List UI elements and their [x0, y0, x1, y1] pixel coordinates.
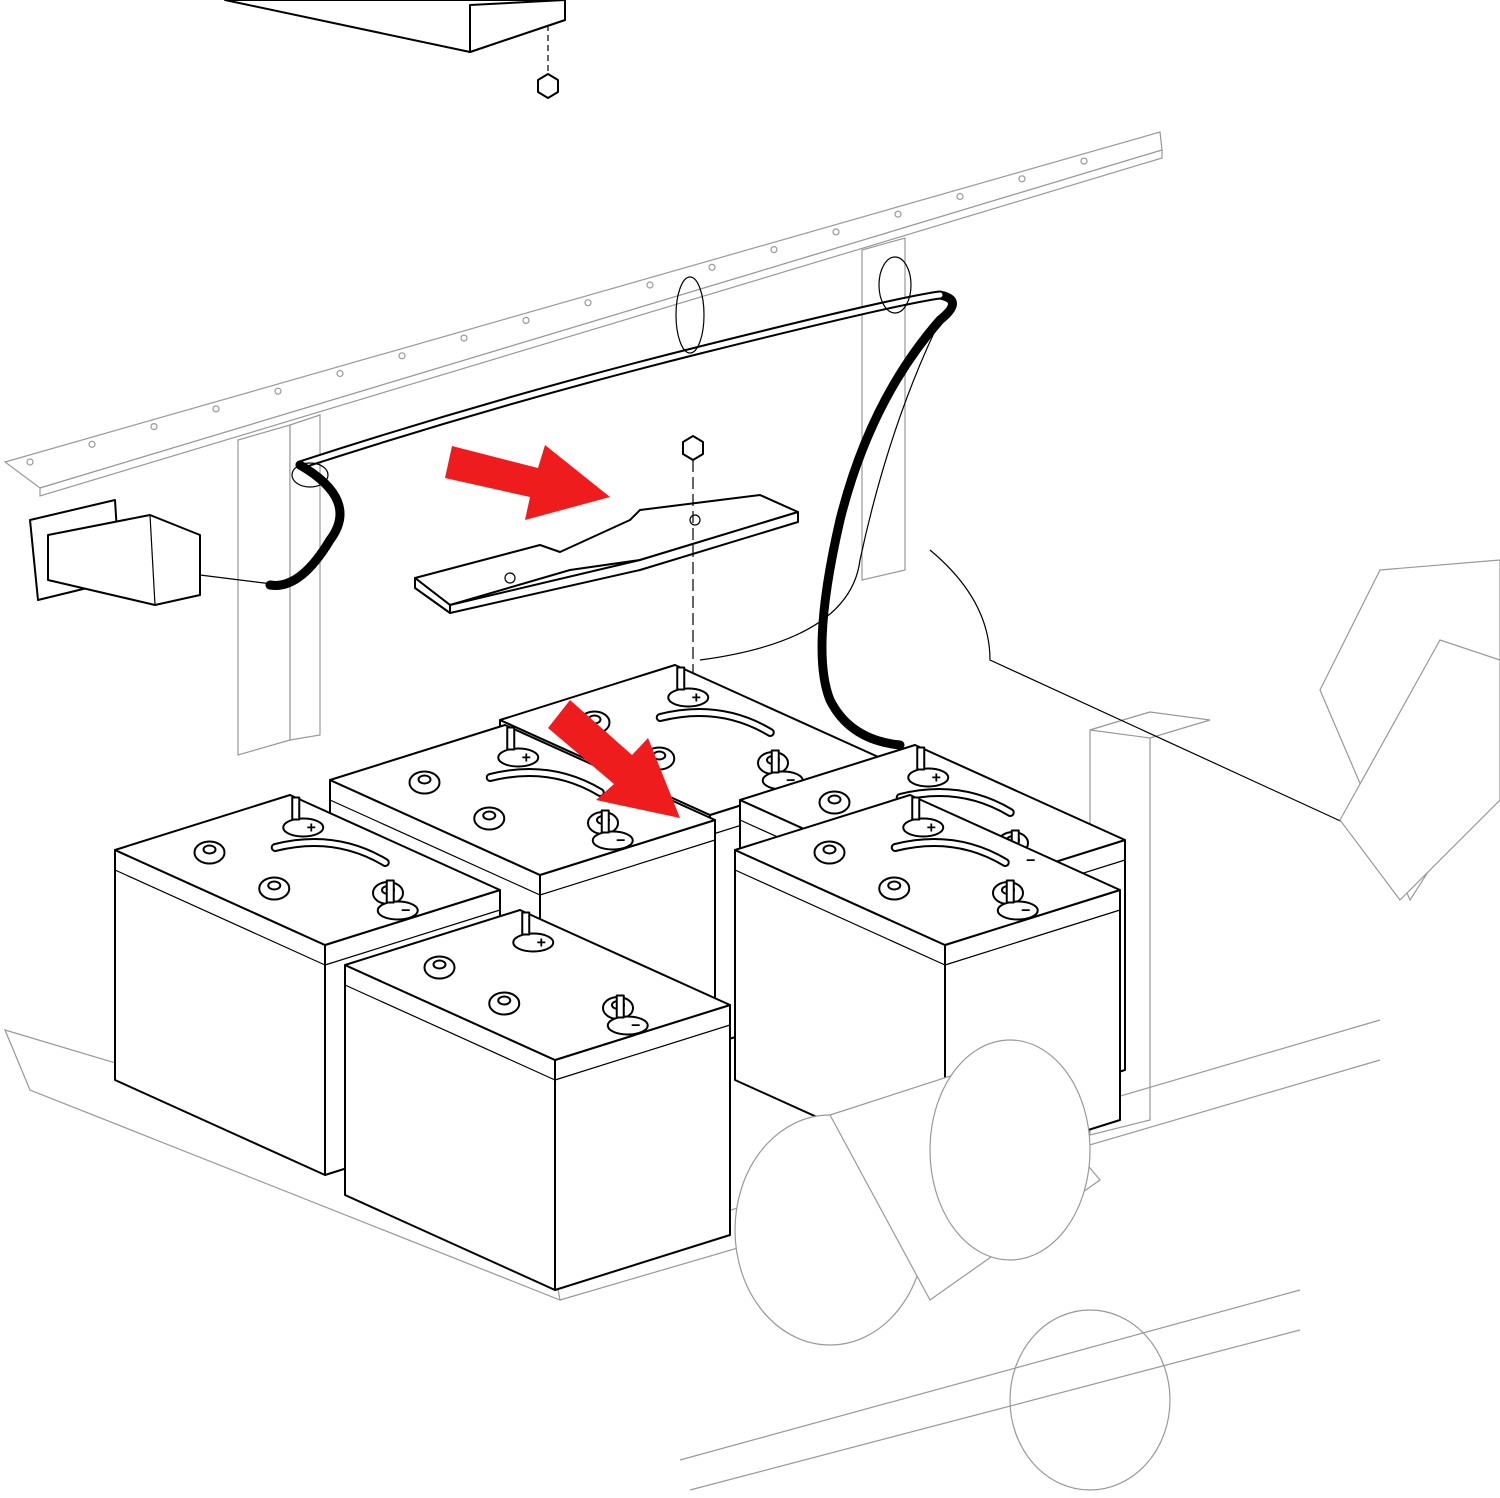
- rail-hole: [150, 423, 158, 431]
- terminal-base: [996, 900, 1039, 921]
- terminal-post: [291, 796, 301, 821]
- terminal-post: [770, 749, 780, 774]
- terminal-negative-label: −: [786, 773, 795, 790]
- rail-hole: [336, 369, 344, 378]
- frame-cross-rail: [3, 131, 1163, 497]
- terminal-labels-layer: + − + − + − + − + − + −: [307, 690, 1036, 1035]
- terminal-post: [600, 809, 610, 834]
- terminal-base: [667, 687, 710, 708]
- terminal-negative-label: −: [1026, 853, 1035, 870]
- motor: [679, 1039, 1301, 1491]
- terminal-post: [676, 666, 686, 691]
- top-controller-box: [224, 0, 566, 99]
- rail-hole: [398, 352, 406, 360]
- terminal-base: [376, 900, 419, 921]
- terminal-positive-label: +: [927, 820, 936, 837]
- terminal-negative-label: −: [616, 833, 625, 850]
- terminal-positive-label: +: [932, 770, 941, 787]
- rail-hole: [1018, 175, 1026, 183]
- rail-hole: [212, 405, 220, 413]
- indicator-arrows: [445, 445, 680, 818]
- red-arrow-icon: [548, 700, 680, 818]
- rail-hole: [522, 316, 530, 324]
- terminal-base: [282, 817, 325, 838]
- rail-hole: [26, 458, 34, 466]
- rail-hole: [646, 281, 654, 289]
- charger-receptacle: [29, 499, 281, 606]
- rail-hole: [956, 192, 964, 201]
- terminal-base: [907, 767, 950, 788]
- rail-hole: [460, 334, 468, 342]
- rail-hole: [770, 246, 778, 254]
- terminal-post: [615, 994, 625, 1019]
- terminal-base: [606, 1015, 649, 1036]
- terminal-post: [911, 796, 921, 821]
- nut-icon: [682, 435, 704, 461]
- battery: [344, 909, 731, 1291]
- terminal-base: [497, 747, 540, 768]
- rail-hole: [894, 210, 902, 218]
- rail-hole: [708, 263, 716, 271]
- terminal-post: [916, 746, 926, 771]
- terminal-negative-label: −: [401, 903, 410, 920]
- terminal-positive-label: +: [692, 690, 701, 707]
- on-board-charger: [1319, 559, 1500, 902]
- rail-hole: [832, 228, 840, 236]
- terminal-positive-label: +: [522, 750, 531, 767]
- terminal-base: [591, 830, 634, 851]
- red-arrow-icon: [445, 445, 610, 520]
- terminal-base: [512, 932, 555, 953]
- rail-hole: [1080, 157, 1088, 165]
- wire-harness: [265, 256, 1361, 831]
- terminal-base: [902, 817, 945, 838]
- terminal-positive-label: +: [307, 820, 316, 837]
- nut-icon: [537, 73, 559, 99]
- terminal-positive-label: +: [537, 935, 546, 952]
- rail-hole: [274, 387, 282, 395]
- terminal-post: [506, 726, 516, 751]
- battery-pack: [114, 664, 1126, 1291]
- rail-hole: [88, 440, 96, 448]
- terminal-negative-label: −: [631, 1018, 640, 1035]
- terminal-negative-label: −: [1021, 903, 1030, 920]
- terminal-post: [1005, 879, 1015, 904]
- terminal-post: [521, 911, 531, 936]
- terminal-post: [385, 879, 395, 904]
- rail-hole: [584, 299, 592, 307]
